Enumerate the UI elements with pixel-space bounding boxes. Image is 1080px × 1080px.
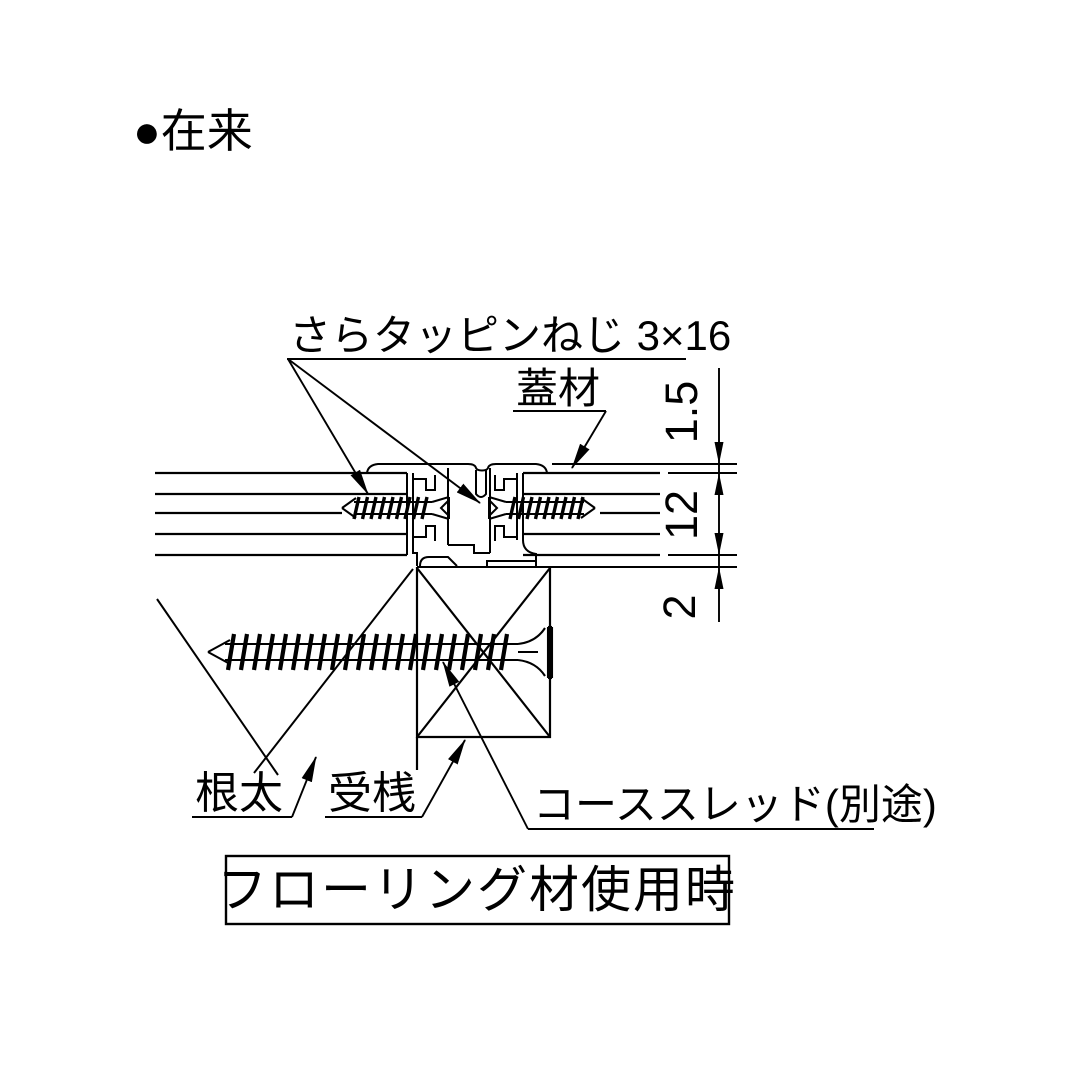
tapping-screw-right	[488, 496, 596, 520]
tapping-screw-left	[341, 496, 450, 520]
cover-cap	[366, 463, 548, 474]
section-heading: ●在来	[133, 105, 253, 157]
dim-cover-protrusion: 1.5	[656, 381, 707, 444]
batten-block	[415, 567, 552, 770]
label-coarse-thread: コーススレッド(別途)	[533, 781, 937, 828]
label-batten: 受桟	[328, 769, 416, 818]
label-joist: 根太	[195, 769, 283, 818]
joist-section-marks	[156, 568, 414, 776]
caption-text: フローリング材使用時	[217, 862, 737, 918]
flooring-right-panel	[523, 471, 660, 557]
label-cover-material: 蓋材	[516, 365, 600, 412]
dimension-set: 1.5 12 2	[417, 368, 737, 622]
dim-base-plate: 2	[654, 594, 705, 619]
callout-labels: さらタッピンねじ 3×16 蓋材 根太 受桟 コーススレッド(別途)	[192, 312, 937, 830]
label-tapping-screw: さらタッピンねじ 3×16	[289, 312, 731, 359]
caption-box: フローリング材使用時	[217, 854, 737, 926]
coarse-thread-screw	[207, 625, 554, 680]
dim-flooring-thickness: 12	[656, 490, 707, 540]
